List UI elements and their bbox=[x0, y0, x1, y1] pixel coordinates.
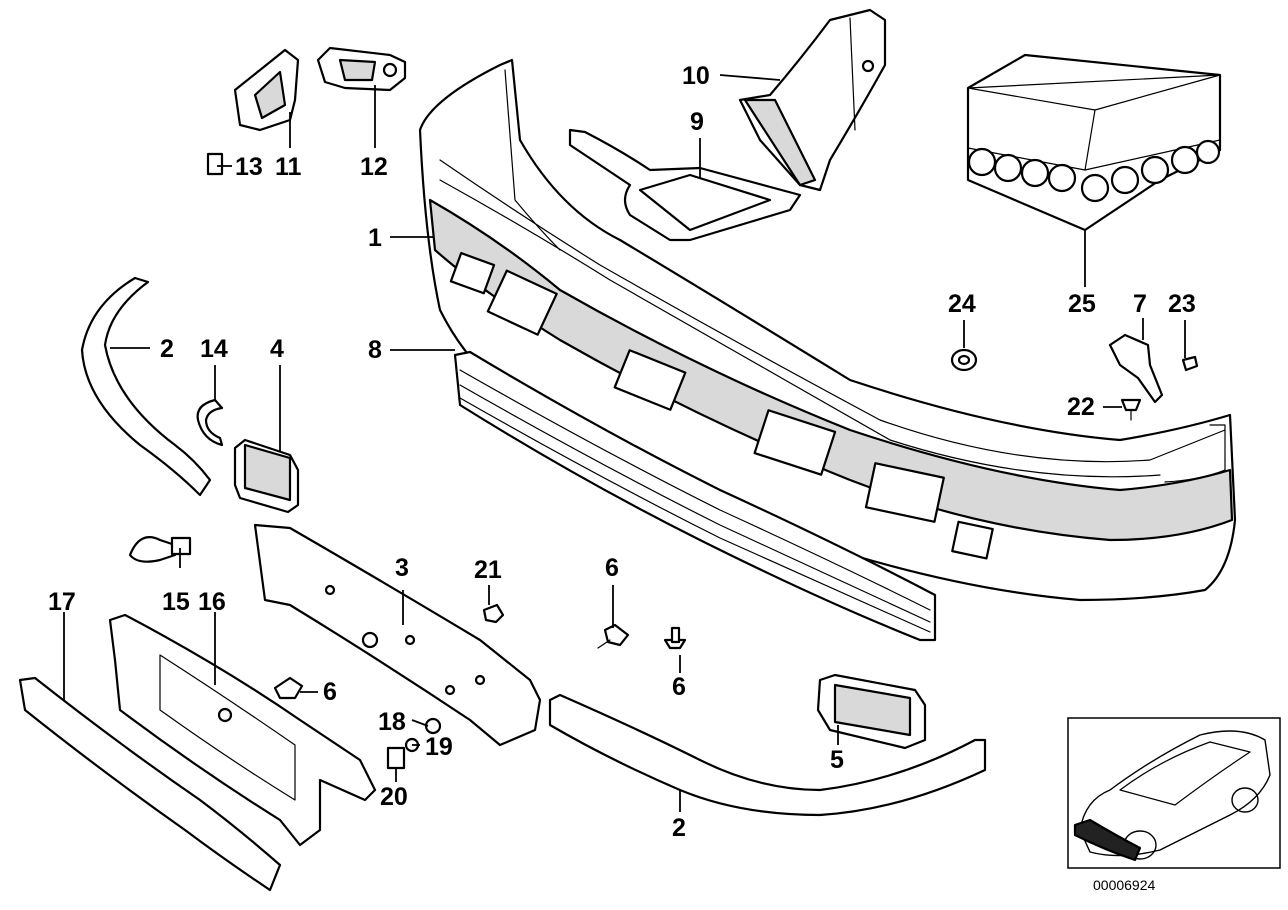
callout-1: 1 bbox=[368, 224, 382, 252]
inset-frame bbox=[1067, 717, 1281, 869]
callout-7: 7 bbox=[1133, 290, 1147, 318]
hook-part bbox=[196, 398, 224, 447]
bracket-7 bbox=[1108, 333, 1164, 404]
callout-8: 8 bbox=[368, 336, 382, 364]
reflector-bracket-part bbox=[233, 438, 300, 514]
callout-20: 20 bbox=[380, 783, 408, 811]
callout-10: 10 bbox=[682, 62, 710, 90]
callout-11: 11 bbox=[275, 153, 302, 181]
clip-22 bbox=[1120, 398, 1142, 421]
fog-light-cover-part bbox=[816, 673, 927, 750]
callout-2-lower: 2 bbox=[672, 814, 686, 842]
carrier-part bbox=[253, 523, 542, 747]
callout-17: 17 bbox=[48, 588, 76, 616]
lower-grille-part bbox=[453, 350, 937, 642]
callout-6-left: 6 bbox=[323, 678, 337, 706]
license-plate-holder-part bbox=[108, 613, 377, 847]
callout-22: 22 bbox=[1067, 393, 1095, 421]
bumper-cover-part bbox=[418, 58, 1237, 602]
callout-labels: 1 2 2 3 4 5 6 6 6 7 8 9 10 11 12 13 14 1… bbox=[48, 62, 1196, 842]
lower-strip-part bbox=[18, 676, 282, 892]
parts-box bbox=[966, 53, 1222, 232]
clip-part bbox=[206, 152, 224, 176]
trim-frame-part bbox=[568, 128, 802, 242]
callout-9: 9 bbox=[690, 108, 704, 136]
callout-6-right: 6 bbox=[672, 673, 686, 701]
plug-20 bbox=[386, 746, 406, 770]
callout-25: 25 bbox=[1068, 290, 1096, 318]
spoiler-strip-lower-part bbox=[548, 693, 987, 817]
bracket-part bbox=[233, 48, 300, 132]
callout-19: 19 bbox=[425, 733, 453, 761]
callout-23: 23 bbox=[1168, 290, 1196, 318]
callout-12: 12 bbox=[360, 153, 388, 181]
fastener-21 bbox=[482, 603, 505, 624]
callout-14: 14 bbox=[200, 335, 228, 363]
screw-23 bbox=[1181, 355, 1199, 372]
vehicle-locator-icon bbox=[1073, 730, 1271, 862]
callout-3: 3 bbox=[395, 554, 409, 582]
diagram-id: 00006924 bbox=[1093, 877, 1156, 893]
mount-part bbox=[316, 46, 407, 92]
leader-lines bbox=[63, 74, 1186, 812]
callout-18: 18 bbox=[378, 708, 406, 736]
fastener-6c bbox=[273, 676, 304, 700]
air-duct-part bbox=[738, 8, 887, 192]
callout-21: 21 bbox=[474, 556, 502, 584]
callout-16: 16 bbox=[198, 588, 226, 616]
towing-eye-part bbox=[128, 536, 192, 563]
nut-18 bbox=[424, 717, 442, 735]
callout-15: 15 bbox=[162, 588, 190, 616]
callout-24: 24 bbox=[948, 290, 976, 318]
side-trim-upper-part bbox=[80, 276, 212, 497]
callout-13: 13 bbox=[235, 153, 263, 181]
callout-4: 4 bbox=[270, 335, 284, 363]
callout-6-center: 6 bbox=[605, 554, 619, 582]
fastener-6a bbox=[597, 623, 630, 649]
vehicle-locator-inset: 00006924 bbox=[1067, 717, 1281, 893]
callout-2-upper: 2 bbox=[160, 335, 174, 363]
fastener-6b bbox=[663, 626, 687, 650]
callout-5: 5 bbox=[830, 746, 844, 774]
grommet-24 bbox=[950, 348, 978, 372]
